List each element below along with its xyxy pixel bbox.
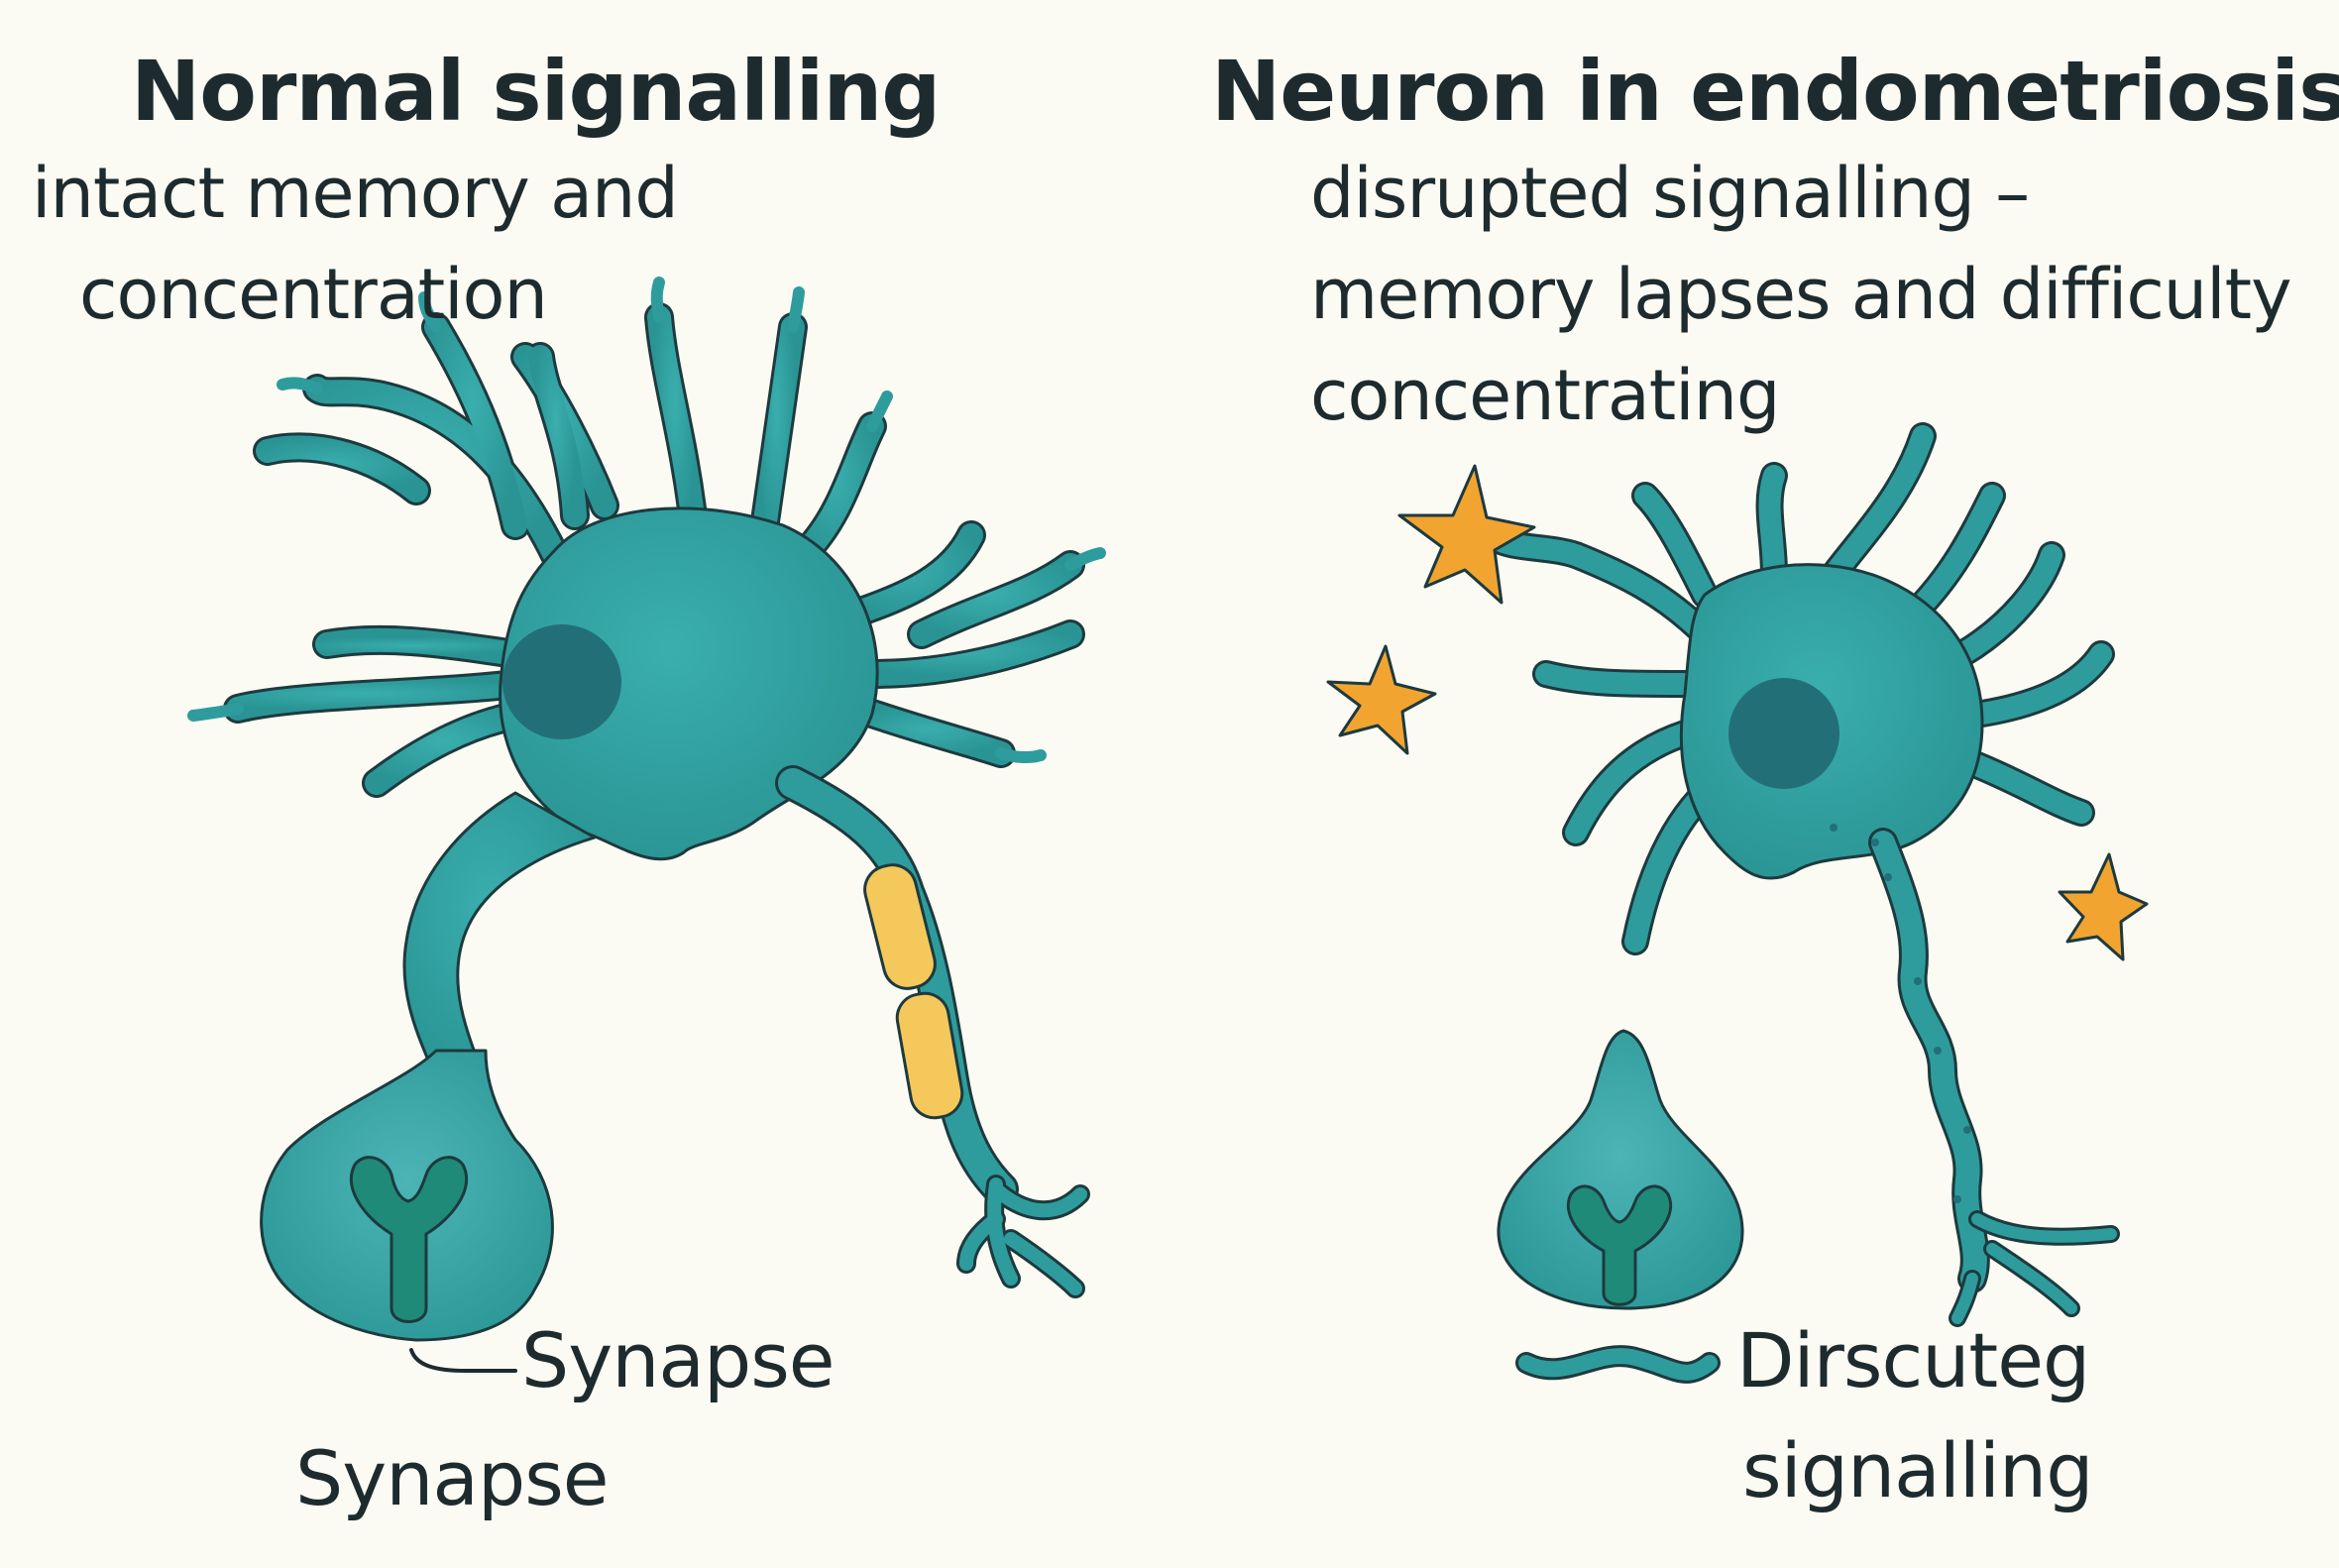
normal-signalling-title: Normal signalling — [131, 43, 941, 140]
normal-receptor — [349, 1156, 469, 1323]
disrupted-signalling-label-line-2: signalling — [1742, 1426, 2093, 1514]
normal-synapse-bulb — [260, 1049, 554, 1342]
inflammation-star-3 — [2058, 852, 2149, 961]
disrupted-axon-terminals — [1949, 1210, 2120, 1327]
normal-axon-terminals — [956, 1175, 1090, 1298]
synapse-caption: Synapse — [295, 1434, 610, 1522]
endometriosis-title: Neuron in endometriosis — [1211, 43, 2339, 140]
normal-signalling-subtitle-line-2: concentration — [79, 254, 548, 335]
endometriosis-subtitle-line-3: concentrating — [1310, 355, 1780, 436]
endometriosis-synapse-bulb — [1497, 1029, 1744, 1310]
endometriosis-subtitle-line-1: disrupted signalling – — [1310, 153, 2030, 234]
myelin-sheath-2 — [895, 991, 964, 1120]
endometriosis-nucleus — [1728, 678, 1839, 789]
inflammation-star-2 — [1326, 644, 1437, 755]
endometriosis-dendrites — [1478, 422, 2115, 955]
inflammation-star-1 — [1397, 464, 1536, 605]
signal-dots — [1830, 824, 1971, 1203]
normal-signalling-subtitle-line-1: intact memory and — [32, 153, 679, 234]
synapse-callout-line — [409, 1348, 517, 1373]
disrupted-signalling-label-line-1: Dirscuteg — [1736, 1316, 2090, 1404]
normal-axon-stem — [402, 791, 597, 1082]
endometriosis-receptor — [1566, 1184, 1673, 1306]
normal-nucleus — [502, 624, 621, 739]
normal-dendrite-tips — [187, 277, 1106, 764]
normal-dendrites — [223, 302, 1085, 798]
synapse-callout-label: Synapse — [521, 1316, 835, 1404]
normal-neuron — [187, 277, 1106, 1373]
endometriosis-subtitle-line-2: memory lapses and difficulty — [1310, 254, 2291, 335]
myelin-sheath-1 — [863, 863, 937, 990]
inflammation-markers — [1326, 464, 2149, 961]
endometriosis-neuron — [1478, 422, 2120, 1384]
